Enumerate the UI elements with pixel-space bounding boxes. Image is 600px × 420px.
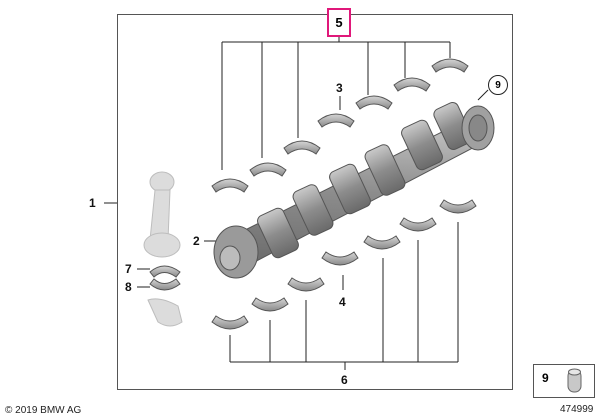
- callout-5-highlighted[interactable]: 5: [327, 8, 351, 37]
- dowel-pin-icon: [567, 368, 582, 393]
- leader-lines-6: [229, 222, 459, 370]
- callout-3: 3: [336, 81, 343, 95]
- reference-part-number: 9: [542, 371, 549, 385]
- diagram-code: 474999: [560, 404, 594, 415]
- leader-lines-misc: [104, 89, 489, 290]
- callout-6: 6: [341, 373, 348, 387]
- diagram-frame: [117, 14, 513, 390]
- leader-lines-5: [221, 37, 451, 170]
- lower-bearing-shells: [211, 199, 477, 330]
- callout-8: 8: [125, 280, 132, 294]
- callout-7: 7: [125, 262, 132, 276]
- connecting-rod: [143, 171, 183, 327]
- callout-1: 1: [89, 196, 96, 210]
- crankshaft: [213, 102, 495, 279]
- reference-part-box: 9: [533, 364, 595, 398]
- callout-9-circled: 9: [488, 75, 508, 95]
- upper-bearing-shells: [211, 58, 469, 193]
- callout-2: 2: [193, 234, 200, 248]
- rod-bearing-shells: [149, 265, 181, 291]
- copyright-text: © 2019 BMW AG: [5, 405, 82, 416]
- callout-4: 4: [339, 295, 346, 309]
